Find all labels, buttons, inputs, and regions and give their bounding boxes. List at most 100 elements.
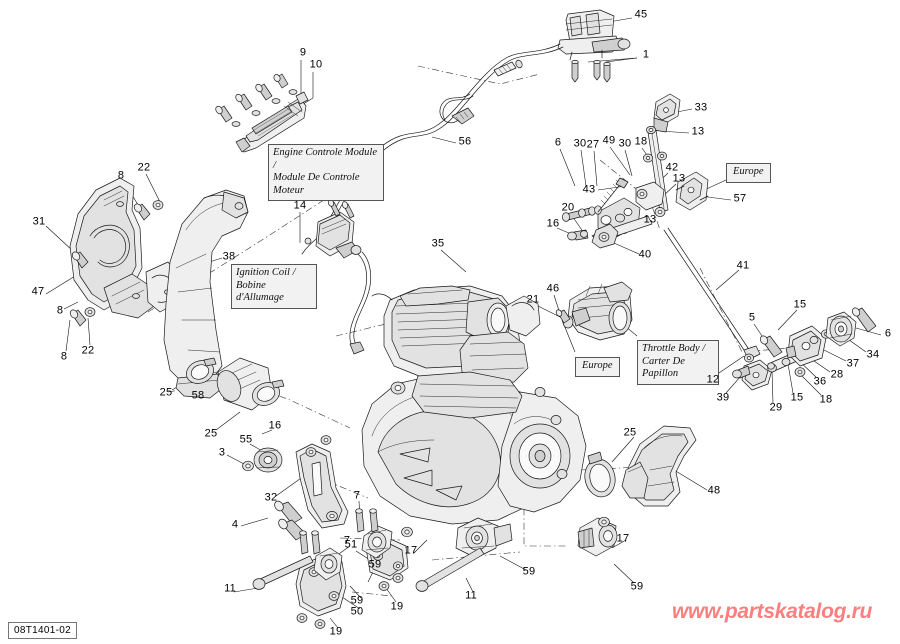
airbox-cover <box>69 177 181 319</box>
callout-7: 7 <box>353 489 361 502</box>
callout-28: 28 <box>830 368 844 381</box>
callout-47: 47 <box>31 285 45 298</box>
callout-15: 15 <box>793 298 807 311</box>
callout-34: 34 <box>866 348 880 361</box>
callout-48: 48 <box>707 484 721 497</box>
callout-25: 25 <box>159 386 173 399</box>
callout-57: 57 <box>733 192 747 205</box>
throttle-module-fasteners <box>571 60 611 83</box>
callout-8: 8 <box>56 304 64 317</box>
callout-36: 36 <box>813 375 827 388</box>
callout-1: 1 <box>642 48 650 61</box>
return-spring <box>597 177 629 213</box>
callout-59: 59 <box>630 580 644 593</box>
callout-42: 42 <box>665 161 679 174</box>
callout-45: 45 <box>634 8 648 21</box>
air-duct-clamp-right <box>584 451 616 498</box>
callout-4: 4 <box>231 518 239 531</box>
callout-20: 20 <box>561 201 575 214</box>
callout-8: 8 <box>60 350 68 363</box>
callout-14: 14 <box>293 199 307 212</box>
throttle-body <box>562 281 633 341</box>
tps-screw <box>555 309 571 324</box>
label-engine-control-module: Engine Controle Module / Module De Contr… <box>268 144 384 201</box>
callout-13: 13 <box>643 213 657 226</box>
callout-11: 11 <box>224 582 236 595</box>
sensor-bracket-lower-mid <box>355 508 409 591</box>
label-europe-right: Europe <box>726 163 771 183</box>
callout-41: 41 <box>736 259 750 272</box>
callout-18: 18 <box>634 135 648 148</box>
callout-31: 31 <box>32 215 46 228</box>
callout-39: 39 <box>716 391 730 404</box>
engine-control-module <box>235 91 309 153</box>
callout-49: 49 <box>602 134 616 147</box>
diagram-code: 08T1401-02 <box>8 622 77 639</box>
callout-32: 32 <box>264 491 278 504</box>
callout-8: 8 <box>117 169 125 182</box>
callout-13: 13 <box>691 125 705 138</box>
callout-3: 3 <box>218 446 226 459</box>
callout-16: 16 <box>268 419 282 432</box>
callout-59: 59 <box>522 565 536 578</box>
callout-51: 51 <box>344 538 358 551</box>
callout-22: 22 <box>137 161 151 174</box>
intake-clamps-left <box>186 357 285 411</box>
callout-59: 59 <box>350 594 364 607</box>
throttle-linkage-lower-right <box>732 307 877 391</box>
callout-50: 50 <box>350 605 364 618</box>
callout-43: 43 <box>582 183 596 196</box>
label-ignition-coil: Ignition Coil / Bobine d'Allumage <box>231 264 317 309</box>
callout-40: 40 <box>638 248 652 261</box>
callout-29: 29 <box>769 401 783 414</box>
callout-22: 22 <box>81 344 95 357</box>
callout-6: 6 <box>884 327 892 340</box>
callout-55: 55 <box>239 433 253 446</box>
callout-18: 18 <box>819 393 833 406</box>
callout-56: 56 <box>458 135 472 148</box>
callout-59: 59 <box>368 558 382 571</box>
callout-33: 33 <box>694 101 708 114</box>
label-throttle-body: Throttle Body / Carter De Papillon <box>637 340 719 385</box>
callout-9: 9 <box>299 46 307 59</box>
callout-5: 5 <box>748 311 756 324</box>
callout-6: 6 <box>554 136 562 149</box>
sensor-lower-right <box>577 516 618 557</box>
sensor-bracket-lower-left <box>252 530 347 629</box>
callout-25: 25 <box>204 427 218 440</box>
callout-58: 58 <box>191 389 205 402</box>
ecm-screws <box>215 73 298 127</box>
throttle-rod-long <box>663 227 761 363</box>
ignition-coil <box>304 199 372 355</box>
callout-15: 15 <box>790 391 804 404</box>
callout-38: 38 <box>222 250 236 263</box>
throttle-cable <box>301 43 564 255</box>
callout-11: 11 <box>465 589 477 602</box>
callout-27: 27 <box>586 138 600 151</box>
air-duct-right <box>621 425 697 507</box>
airbox-fasteners <box>69 200 164 327</box>
callout-19: 19 <box>390 600 404 613</box>
callout-7: 7 <box>343 534 351 547</box>
site-watermark: www.partskatalog.ru <box>672 600 873 623</box>
callout-16: 16 <box>546 217 560 230</box>
callout-35: 35 <box>431 237 445 250</box>
callout-30: 30 <box>618 137 632 150</box>
callout-17: 17 <box>616 532 630 545</box>
callout-19: 19 <box>329 625 343 638</box>
label-europe-left: Europe <box>575 357 620 377</box>
sensor-lower-center <box>401 517 513 592</box>
engine-assembly <box>361 285 587 525</box>
callout-13: 13 <box>672 172 686 185</box>
throttle-linkage-upper <box>562 93 709 249</box>
engine-mount-bracket-left <box>242 435 349 541</box>
callout-46: 46 <box>546 282 560 295</box>
callout-25: 25 <box>623 426 637 439</box>
callout-30: 30 <box>573 137 587 150</box>
callout-21: 21 <box>526 293 540 306</box>
throttle-lever-module <box>557 9 631 61</box>
callout-37: 37 <box>846 357 860 370</box>
callout-10: 10 <box>309 58 323 71</box>
